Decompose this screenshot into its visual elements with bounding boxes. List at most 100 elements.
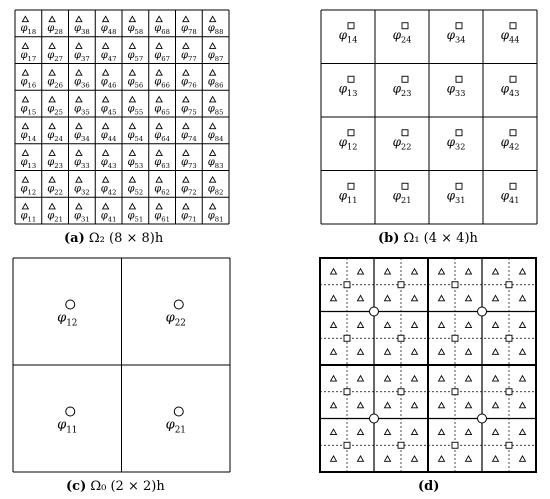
square-icon — [509, 22, 517, 30]
square-icon — [451, 334, 459, 342]
triangle-icon — [437, 428, 446, 436]
triangle-icon — [356, 454, 365, 462]
caption-c: (c) Ω₀ (2 × 2)h — [66, 479, 165, 494]
triangle-icon — [464, 321, 473, 329]
triangle-icon — [518, 374, 527, 382]
phi-label: φ32 — [74, 184, 90, 197]
triangle-icon — [491, 428, 500, 436]
phi-label: φ42 — [101, 184, 117, 197]
square-icon — [509, 75, 517, 83]
phi-label: φ24 — [47, 130, 63, 143]
triangle-icon — [464, 294, 473, 302]
triangle-icon — [182, 202, 190, 210]
triangle-icon — [437, 294, 446, 302]
phi-label: φ44 — [501, 28, 520, 45]
phi-label: φ68 — [154, 23, 170, 36]
phi-label: φ42 — [501, 135, 520, 152]
triangle-icon — [356, 294, 365, 302]
caption-d-label: (d) — [418, 479, 440, 494]
triangle-icon — [75, 15, 83, 23]
phi-label: φ38 — [74, 23, 90, 36]
square-icon — [397, 441, 405, 449]
phi-label: φ32 — [447, 135, 466, 152]
triangle-icon — [518, 347, 527, 355]
triangle-icon — [383, 294, 392, 302]
phi-label: φ86 — [208, 77, 224, 90]
triangle-icon — [48, 68, 56, 76]
square-icon — [343, 281, 351, 289]
triangle-icon — [208, 122, 217, 130]
triangle-icon — [383, 321, 392, 329]
square-icon — [343, 334, 351, 342]
triangle-icon — [329, 374, 338, 382]
phi-label: φ88 — [208, 23, 224, 36]
phi-label: φ11 — [21, 210, 37, 223]
triangle-icon — [128, 175, 137, 183]
phi-label: φ85 — [208, 103, 224, 116]
triangle-icon — [410, 428, 419, 436]
triangle-icon — [329, 428, 338, 436]
triangle-icon — [21, 15, 30, 23]
triangle-icon — [48, 175, 56, 183]
triangle-icon — [356, 374, 365, 382]
triangle-icon — [491, 454, 500, 462]
triangle-icon — [491, 294, 500, 302]
triangle-icon — [437, 401, 446, 409]
triangle-icon — [329, 294, 338, 302]
phi-label: φ77 — [181, 50, 197, 63]
phi-label: φ33 — [447, 81, 466, 98]
phi-label: φ22 — [393, 135, 412, 152]
triangle-icon — [101, 68, 110, 76]
triangle-icon — [383, 428, 392, 436]
triangle-icon — [208, 95, 217, 103]
triangle-icon — [21, 42, 30, 49]
phi-label: φ67 — [154, 50, 170, 63]
triangle-icon — [128, 149, 137, 156]
square-icon — [451, 388, 459, 396]
caption-c-label: (c) — [66, 479, 87, 494]
phi-label: φ66 — [154, 77, 170, 90]
triangle-icon — [518, 294, 527, 302]
phi-label: φ74 — [181, 130, 197, 143]
square-icon — [397, 334, 405, 342]
triangle-icon — [155, 149, 163, 156]
phi-label: φ55 — [128, 103, 144, 116]
phi-label: φ31 — [447, 188, 466, 205]
triangle-icon — [128, 15, 137, 23]
triangle-icon — [101, 15, 110, 23]
square-icon — [451, 441, 459, 449]
triangle-icon — [410, 374, 419, 382]
triangle-icon — [329, 347, 338, 355]
triangle-icon — [101, 122, 110, 130]
triangle-icon — [410, 454, 419, 462]
phi-label: φ21 — [166, 418, 186, 436]
square-icon — [397, 388, 405, 396]
phi-label: φ35 — [74, 103, 90, 116]
phi-label: φ75 — [181, 103, 197, 116]
triangle-icon — [155, 95, 163, 103]
phi-label: φ58 — [128, 23, 144, 36]
triangle-icon — [155, 202, 163, 210]
phi-label: φ12 — [57, 311, 77, 329]
triangle-icon — [75, 95, 83, 103]
triangle-icon — [464, 347, 473, 355]
triangle-icon — [48, 149, 56, 156]
phi-label: φ61 — [154, 210, 170, 223]
phi-label: φ37 — [74, 50, 90, 63]
triangle-icon — [101, 95, 110, 103]
triangle-icon — [48, 42, 56, 49]
phi-label: φ34 — [74, 130, 90, 143]
triangle-icon — [21, 122, 30, 130]
triangle-icon — [155, 15, 163, 23]
phi-label: φ63 — [154, 157, 170, 170]
phi-label: φ46 — [101, 77, 117, 90]
triangle-icon — [155, 42, 163, 49]
phi-label: φ51 — [128, 210, 144, 223]
triangle-icon — [464, 267, 473, 275]
phi-label: φ33 — [74, 157, 90, 170]
triangle-icon — [491, 347, 500, 355]
